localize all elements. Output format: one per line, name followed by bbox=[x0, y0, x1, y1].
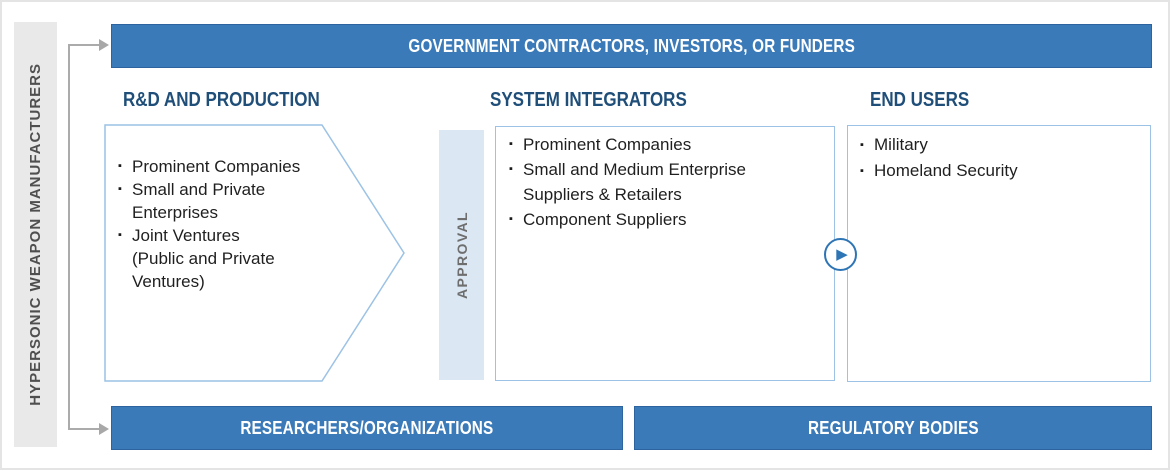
bullet-icon: ▪ bbox=[509, 163, 513, 175]
list-item-text: Military bbox=[874, 135, 928, 154]
list-item: ▪ Joint Ventures (Public and Private Ven… bbox=[118, 224, 323, 293]
list-item: ▪ Component Suppliers bbox=[509, 207, 824, 232]
play-icon: ▶ bbox=[836, 245, 848, 263]
bullet-icon: ▪ bbox=[118, 183, 122, 195]
list-item-text: Small and Private Enterprises bbox=[132, 180, 266, 222]
banner-government-label: GOVERNMENT CONTRACTORS, INVESTORS, OR FU… bbox=[408, 35, 855, 56]
list-item-text: Homeland Security bbox=[874, 161, 1018, 180]
connector-line-top bbox=[68, 44, 100, 46]
rd-production-list: ▪ Prominent Companies ▪ Small and Privat… bbox=[118, 155, 323, 293]
bullet-icon: ▪ bbox=[118, 160, 122, 172]
banner-researchers-label: RESEARCHERS/ORGANIZATIONS bbox=[240, 417, 494, 438]
list-item-text: Joint Ventures (Public and Private Ventu… bbox=[132, 226, 275, 291]
heading-rd-production: R&D AND PRODUCTION bbox=[123, 89, 320, 111]
bullet-icon: ▪ bbox=[860, 139, 864, 151]
bullet-icon: ▪ bbox=[509, 213, 513, 225]
connector-line-bottom bbox=[68, 428, 100, 430]
banner-regulatory-label: REGULATORY BODIES bbox=[807, 417, 979, 438]
heading-end-users: END USERS bbox=[870, 89, 970, 111]
end-users-list: ▪ Military ▪ Homeland Security bbox=[860, 132, 1140, 184]
list-item: ▪ Small and Private Enterprises bbox=[118, 178, 323, 224]
sidebar-label: HYPERSONIC WEAPON MANUFACTURERS bbox=[27, 63, 44, 406]
list-item-text: Prominent Companies bbox=[132, 157, 301, 176]
approval-label: APPROVAL bbox=[453, 211, 470, 299]
list-item-text: Small and Medium Enterprise Suppliers & … bbox=[523, 160, 746, 204]
arrow-icon-top bbox=[99, 39, 109, 51]
rd-production-chevron-shape bbox=[104, 124, 405, 382]
list-item: ▪ Homeland Security bbox=[860, 158, 1140, 184]
list-item: ▪ Prominent Companies bbox=[509, 132, 824, 157]
list-item: ▪ Small and Medium Enterprise Suppliers … bbox=[509, 157, 824, 207]
banner-government-contractors: GOVERNMENT CONTRACTORS, INVESTORS, OR FU… bbox=[111, 24, 1152, 68]
system-integrators-box bbox=[495, 126, 835, 381]
bullet-icon: ▪ bbox=[118, 229, 122, 241]
list-item: ▪ Military bbox=[860, 132, 1140, 158]
sidebar-manufacturers-bar: HYPERSONIC WEAPON MANUFACTURERS bbox=[14, 22, 57, 447]
play-button[interactable]: ▶ bbox=[824, 238, 857, 271]
connector-line-vertical bbox=[68, 45, 70, 430]
list-item-text: Component Suppliers bbox=[523, 210, 687, 229]
list-item: ▪ Prominent Companies bbox=[118, 155, 323, 178]
system-integrators-list: ▪ Prominent Companies ▪ Small and Medium… bbox=[509, 132, 824, 232]
bullet-icon: ▪ bbox=[509, 138, 513, 150]
heading-system-integrators: SYSTEM INTEGRATORS bbox=[490, 89, 687, 111]
banner-regulatory-bodies: REGULATORY BODIES bbox=[634, 406, 1152, 450]
approval-bar: APPROVAL bbox=[439, 130, 484, 380]
arrow-icon-bottom bbox=[99, 423, 109, 435]
list-item-text: Prominent Companies bbox=[523, 135, 692, 154]
banner-researchers-organizations: RESEARCHERS/ORGANIZATIONS bbox=[111, 406, 623, 450]
bullet-icon: ▪ bbox=[860, 165, 864, 177]
